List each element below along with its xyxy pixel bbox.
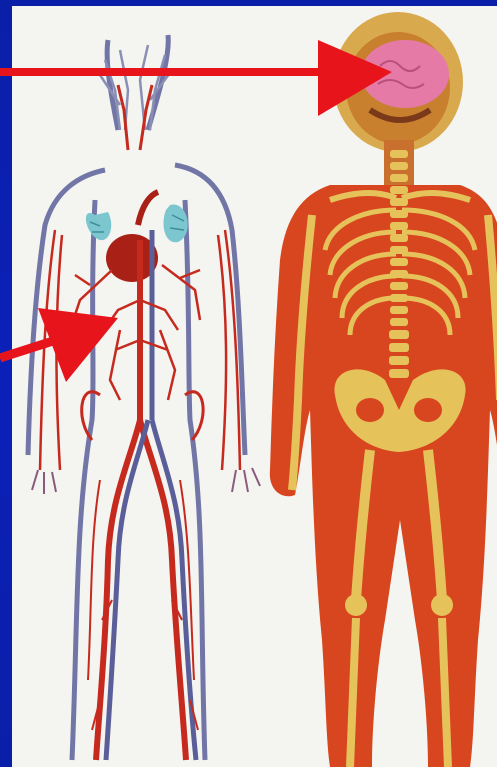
skeletal-muscular-figure — [270, 12, 497, 767]
right-knee — [431, 594, 453, 616]
circulatory-system-figure — [28, 35, 260, 760]
left-knee — [345, 594, 367, 616]
anatomy-svg — [12, 6, 497, 767]
torso-arteries — [70, 265, 200, 400]
brain — [361, 40, 449, 108]
head-arteries — [118, 85, 152, 150]
body-outline-vein — [28, 35, 245, 760]
anatomy-illustration — [12, 6, 497, 767]
